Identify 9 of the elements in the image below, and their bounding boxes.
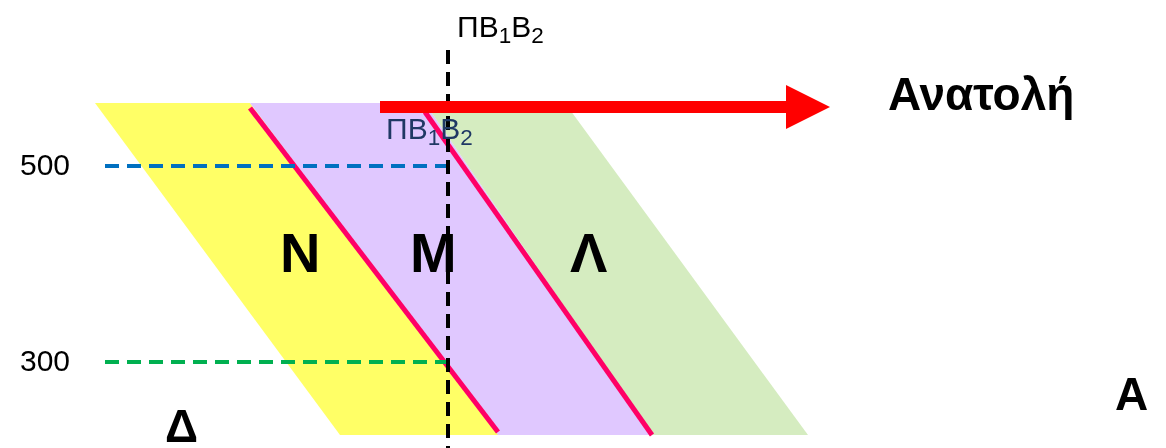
layer-label: N <box>280 225 321 281</box>
section-label: ΠΒ$_{1}$Β$_{2}$ <box>386 111 473 148</box>
point-label: Δ <box>165 399 199 448</box>
layer-label: Λ <box>570 225 608 281</box>
elevation-label: 300 <box>20 343 71 379</box>
point-label: A <box>1115 367 1149 422</box>
direction-label: Ανατολή <box>888 67 1075 122</box>
elevation-label: 500 <box>20 147 71 183</box>
section-label: ΠΒ$_{1}$Β$_{2}$ <box>457 9 544 46</box>
